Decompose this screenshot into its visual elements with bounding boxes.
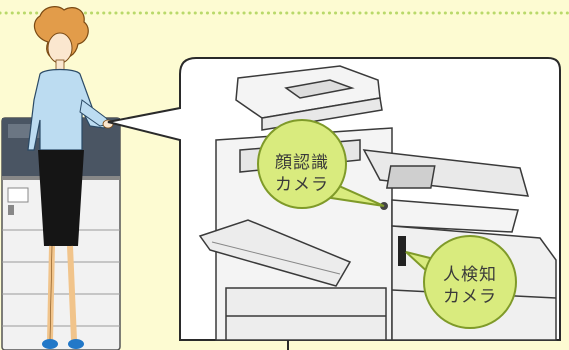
human-detect-camera-label: 人検知 カメラ [430,264,510,308]
face-camera-label-line1: 顔認識 [275,153,329,173]
face-camera-label: 顔認識 カメラ [262,152,342,196]
human-detect-camera-bubble [405,235,517,329]
face-camera-bubble [257,119,385,209]
human-detect-camera-label-line2: カメラ [443,287,497,307]
human-detect-camera-label-line1: 人検知 [443,265,497,285]
woman-figure [27,6,114,349]
face-camera-label-line2: カメラ [275,175,329,195]
